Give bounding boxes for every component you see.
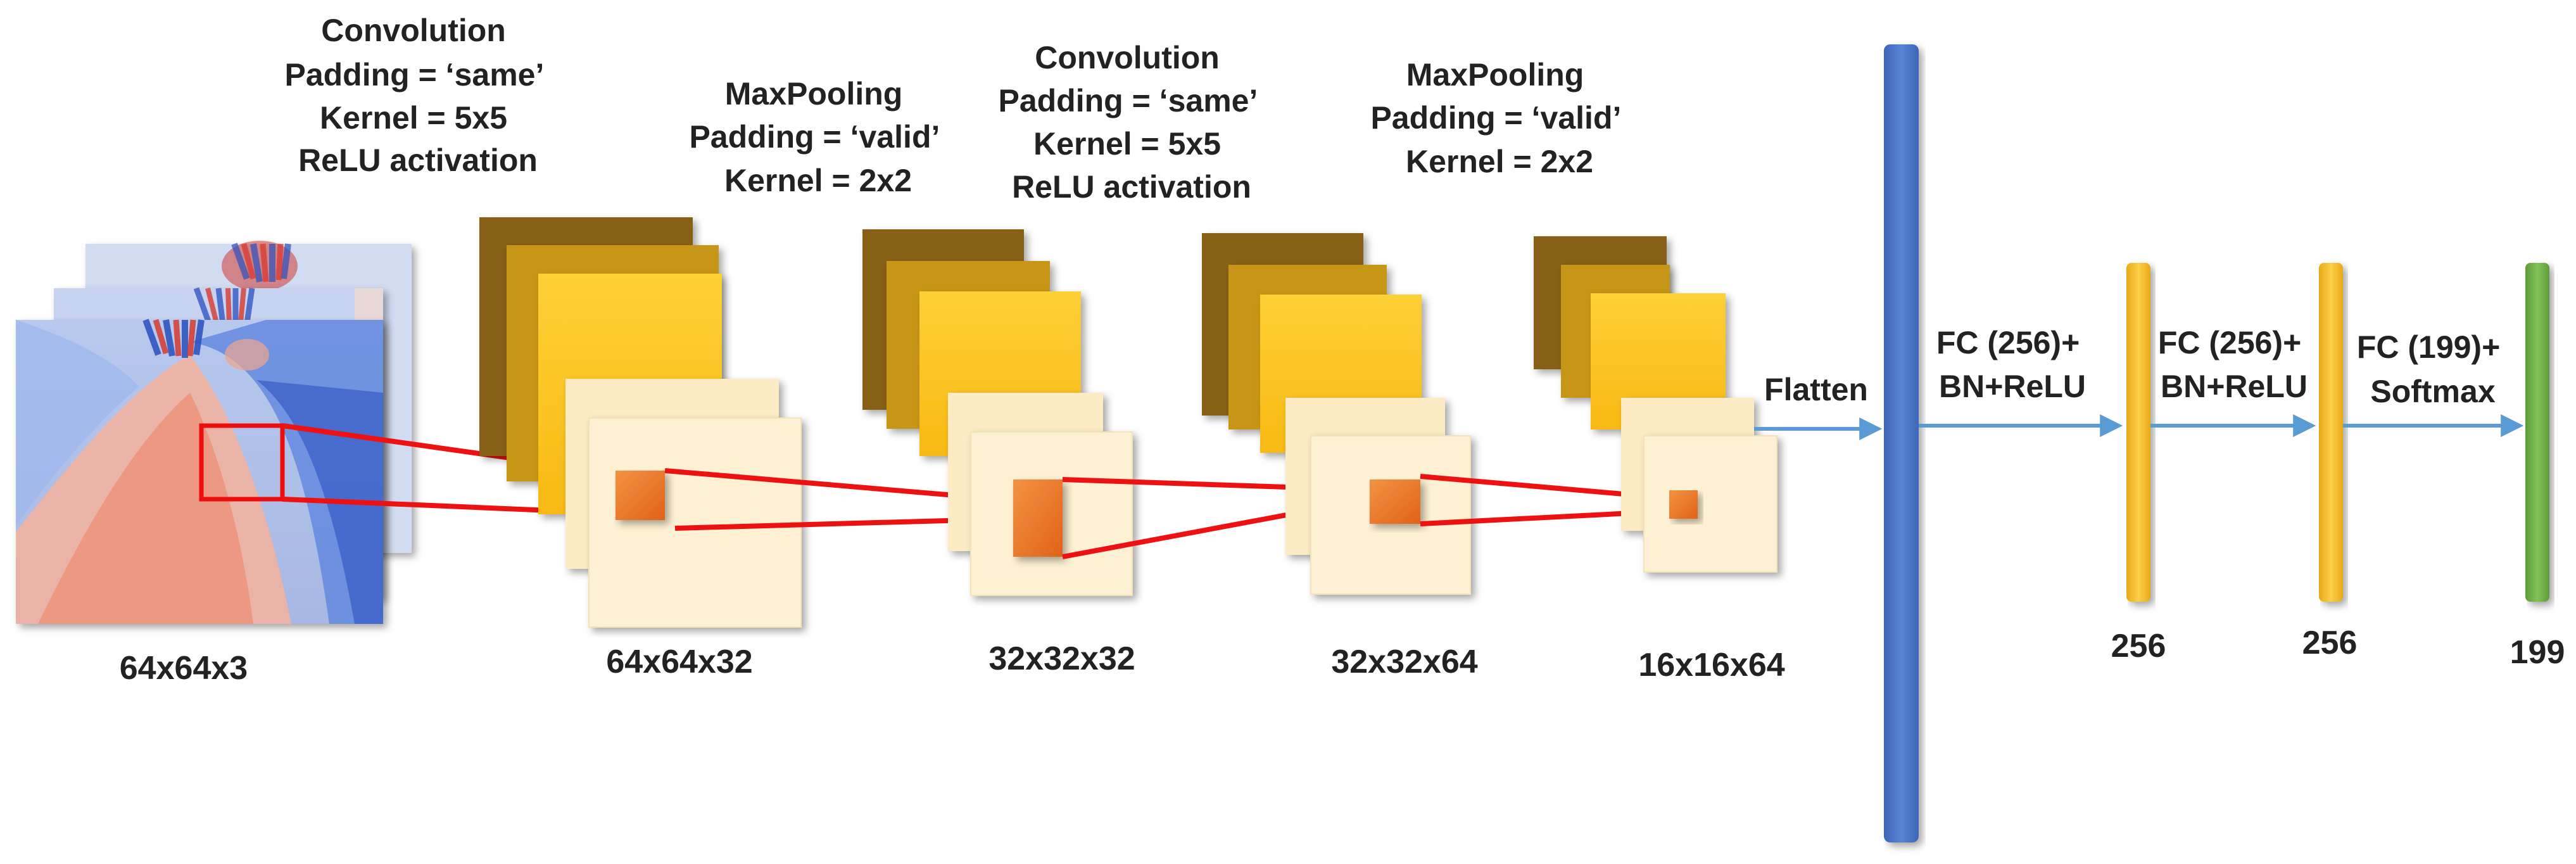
layer-4-dimension: 16x16x64 <box>1638 647 1784 683</box>
kernel-patch-2 <box>1013 480 1063 557</box>
kernel-patch-4 <box>1669 490 1698 519</box>
input-image-stack <box>16 241 412 624</box>
layer-1-operation: Convolution Padding = ‘same’ Kernel = 5x… <box>284 13 551 178</box>
flatten-bar <box>1884 44 1919 842</box>
input-receptive-field <box>199 423 285 502</box>
layer-4-operation: MaxPooling Padding = ‘valid’ Kernel = 2x… <box>1370 57 1628 179</box>
feature-map-stack-3 <box>1202 233 1471 595</box>
fc-2-size: 256 <box>2302 625 2358 661</box>
fc-3-label: FC (199)+ Softmax <box>2357 329 2509 409</box>
flatten-label: Flatten <box>1764 372 1868 407</box>
fc-1-label: FC (256)+ BN+ReLU <box>1936 325 2088 404</box>
fc-bar-2 <box>2319 263 2343 602</box>
kernel-patch-3 <box>1370 480 1420 524</box>
layer-3-dimension: 32x32x64 <box>1331 644 1477 680</box>
layer-1-dimension: 64x64x32 <box>606 644 752 680</box>
kernel-patch-1 <box>616 471 665 520</box>
layer-2-operation: MaxPooling Padding = ‘valid’ Kernel = 2x… <box>689 76 947 198</box>
output-size: 199 <box>2510 634 2565 671</box>
feature-map-stack-1 <box>479 217 802 628</box>
input-dimension: 64x64x3 <box>120 650 248 687</box>
feature-map-stack-4 <box>1534 236 1777 573</box>
fc-bar-1 <box>2126 263 2150 602</box>
output-bar <box>2525 263 2549 602</box>
fc-2-label: FC (256)+ BN+ReLU <box>2158 325 2310 404</box>
feature-map-stack-2 <box>862 229 1133 596</box>
input-image-front <box>16 319 383 624</box>
fc-1-size: 256 <box>2111 628 2166 664</box>
layer-2-dimension: 32x32x32 <box>988 640 1135 677</box>
layer-3-operation: Convolution Padding = ‘same’ Kernel = 5x… <box>998 40 1265 205</box>
